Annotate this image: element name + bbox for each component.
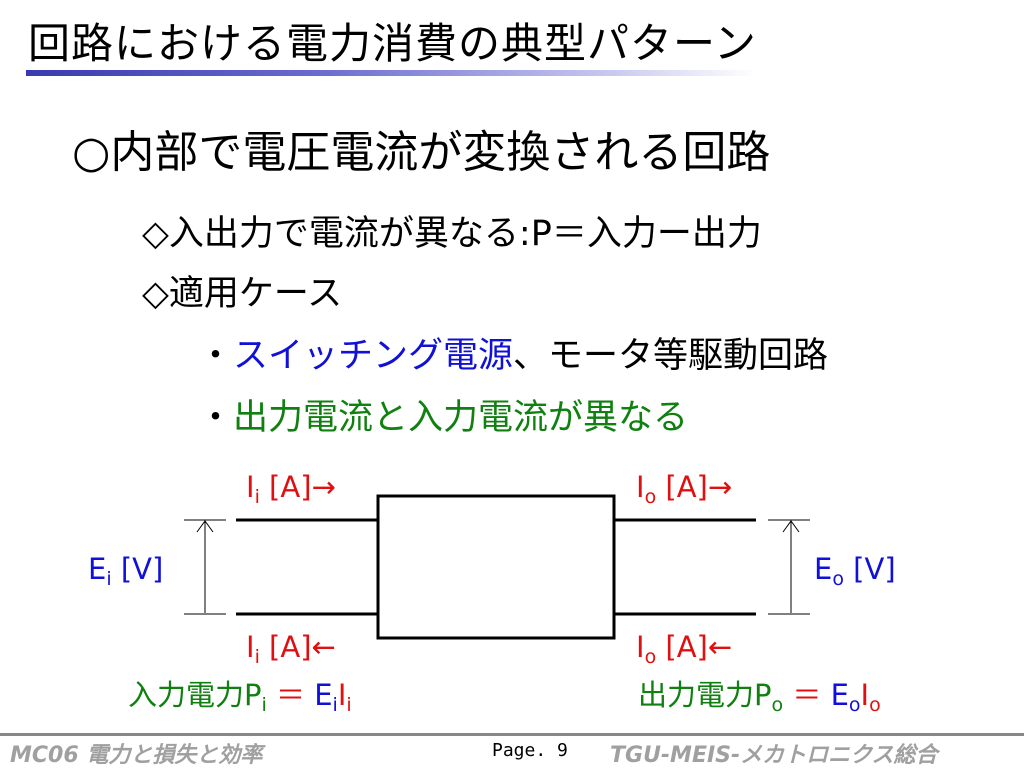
- converter-box: [376, 494, 616, 640]
- input-voltage-label: Ei [V]: [88, 552, 164, 590]
- output-current-top-label: Io [A]→: [636, 470, 733, 508]
- left-voltage-arrowhead: [196, 520, 214, 533]
- output-power-formula: 出力電力Po ＝ EoIo: [638, 678, 881, 716]
- sub-bullet-switching-supply: ・スイッチング電源、モータ等駆動回路: [198, 334, 828, 378]
- input-current-top-label: Ii [A]→: [246, 470, 336, 508]
- bullet-marker: ・: [198, 398, 234, 438]
- footer-course-label: MC06 電力と損失と効率: [10, 743, 263, 768]
- motor-drive-text: 、モータ等駆動回路: [513, 336, 829, 376]
- output-current-bottom-label: Io [A]←: [636, 630, 733, 668]
- bullet-use-cases: ◇適用ケース: [142, 274, 343, 314]
- current-differs-text: 出力電流と入力電流が異なる: [233, 398, 689, 438]
- page-number: Page. 9: [492, 740, 568, 761]
- input-current-bottom-label: Ii [A]←: [246, 630, 336, 668]
- title-underline: [26, 70, 756, 76]
- right-voltage-arrowhead: [782, 520, 800, 533]
- slide-title: 回路における電力消費の典型パターン: [28, 19, 757, 68]
- bullet-marker: ・: [198, 336, 234, 376]
- footer-institution-label: TGU-MEIS-メカトロニクス総合: [610, 743, 938, 768]
- bullet-current-difference: ◇入出力で電流が異なる:P＝入力ー出力: [142, 214, 762, 254]
- switching-power-supply-text: スイッチング電源: [233, 336, 514, 376]
- input-power-formula: 入力電力Pi ＝ EiIi: [128, 678, 352, 716]
- footer-rule: [0, 733, 1024, 736]
- main-heading: ○内部で電圧電流が変換される回路: [72, 127, 771, 178]
- sub-bullet-current-differs: ・出力電流と入力電流が異なる: [198, 396, 688, 440]
- output-voltage-label: Eo [V]: [814, 552, 896, 590]
